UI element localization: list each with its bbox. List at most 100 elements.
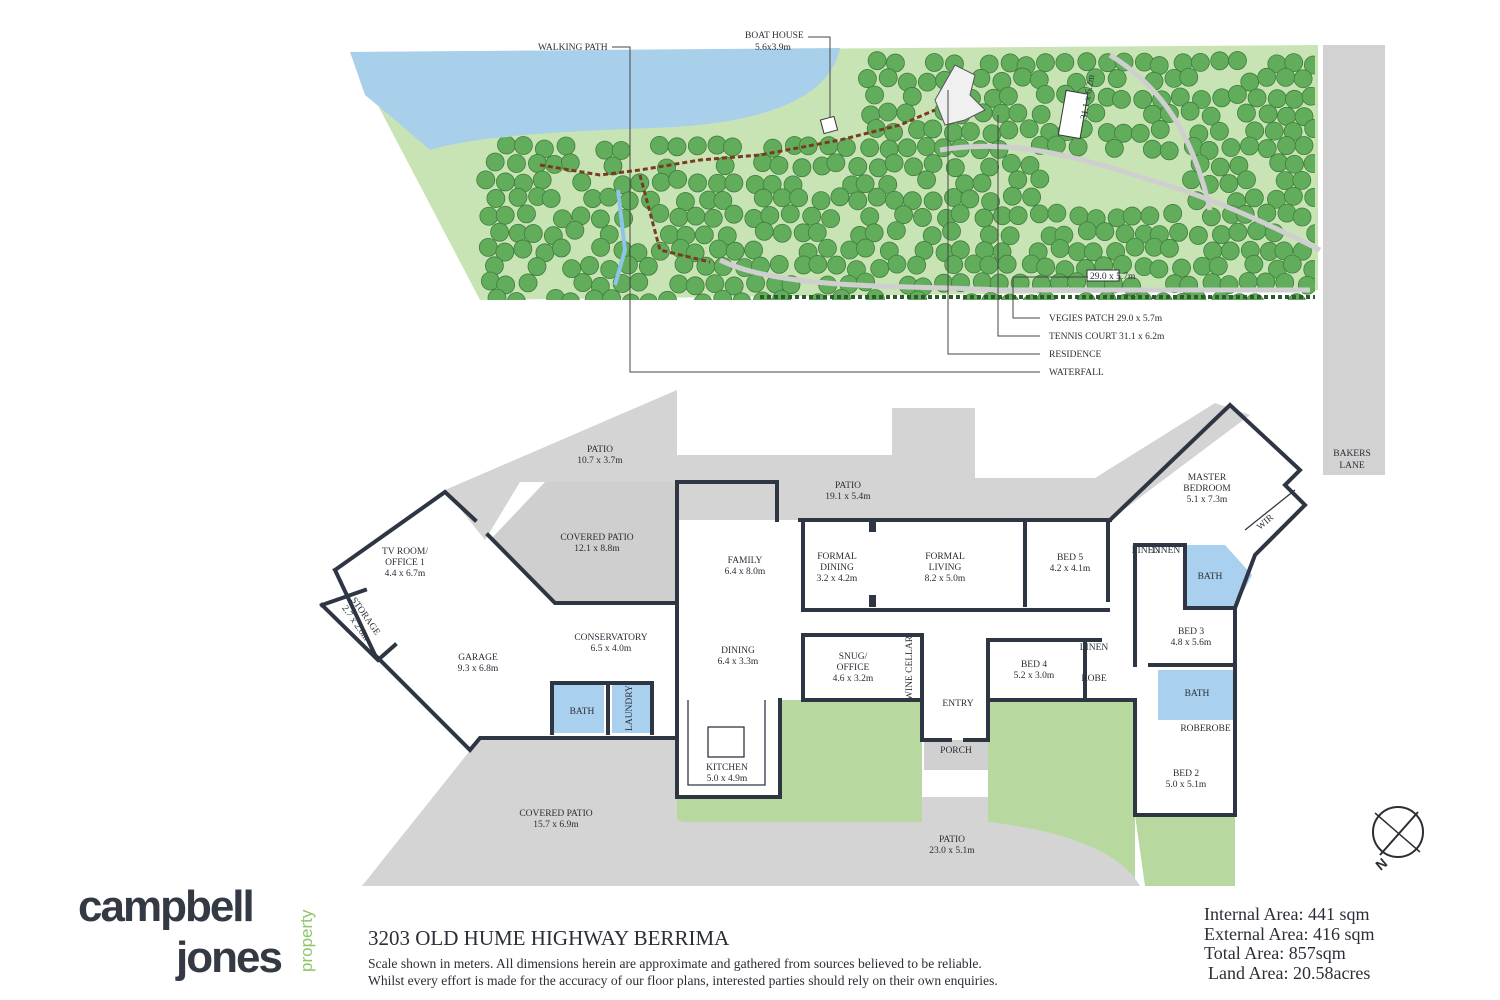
tennis-court-box (1057, 89, 1089, 140)
bath-master-label: BATH (1198, 572, 1223, 582)
boat-house-dims: 5.6x3.9m (755, 43, 792, 53)
tree-icon (1277, 136, 1296, 155)
tree-icon (1170, 87, 1190, 107)
bed4-label: BED 4 (1021, 660, 1047, 670)
tree-icon (513, 136, 533, 155)
tree-icon (1284, 53, 1304, 73)
covered-patio-s-dims: 15.7 x 6.9m (533, 820, 579, 830)
covered-patio-s-label: COVERED PATIO (519, 809, 592, 819)
wir-label: WIR (1255, 513, 1276, 533)
kitchen-counter (687, 700, 766, 786)
tree-icon (907, 255, 927, 275)
formal-living-label: FORMAL (925, 552, 965, 562)
tree-icon (1257, 139, 1277, 158)
bed3-dims: 4.8 x 5.6m (1171, 638, 1212, 648)
tree-icon (667, 137, 687, 157)
waterfall-label: WATERFALL (1049, 368, 1104, 378)
tree-icon (746, 273, 765, 293)
tree-icon (527, 257, 547, 276)
master-dims: 5.1 x 7.3m (1187, 495, 1228, 505)
tree-icon (1257, 67, 1277, 87)
tree-icon (1163, 204, 1183, 223)
tree-icon (724, 173, 744, 193)
tree-icon (1115, 224, 1135, 244)
tree-icon (1055, 53, 1075, 72)
tree-icon (1304, 188, 1315, 207)
tree-icon (495, 205, 515, 225)
tree-icon (884, 122, 903, 142)
porch-label: PORCH (940, 746, 972, 756)
tree-icon (1201, 207, 1221, 227)
tree-icon (1303, 55, 1315, 75)
tree-icon (584, 289, 604, 300)
tree-icon (1301, 86, 1315, 106)
tree-icon (528, 154, 547, 173)
tree-icon (723, 137, 742, 157)
land-area: Land Area: 20.58acres (1208, 962, 1371, 983)
tree-icon (1105, 138, 1124, 158)
tree-icon (917, 72, 937, 92)
tree-icon (638, 256, 658, 276)
waterfall-leader (612, 46, 1040, 373)
tree-icon (913, 208, 932, 227)
tree-icon (497, 135, 516, 155)
tree-icon (1047, 203, 1067, 223)
laundry-label: LAUNDRY (625, 685, 635, 731)
tree-icon (1133, 90, 1153, 109)
tree-icon (830, 187, 850, 207)
tree-icon (687, 136, 707, 156)
tree-icon (1245, 293, 1265, 300)
tree-icon (705, 274, 725, 294)
tree-icon (923, 191, 943, 211)
tree-icon (603, 156, 623, 176)
tree-icon (1284, 186, 1303, 206)
tree-icon (1212, 88, 1232, 108)
tree-icon (1199, 141, 1219, 160)
tree-icon (904, 157, 923, 177)
walking-path (539, 108, 936, 264)
tree-icon (1210, 51, 1230, 71)
waterfall (613, 189, 628, 286)
tree-icon (1021, 294, 1041, 300)
tree-icon (848, 157, 868, 176)
tree-icon (1180, 101, 1200, 121)
tree-icon (572, 172, 592, 192)
tree-icon (772, 223, 792, 243)
tree-icon (674, 254, 694, 274)
tree-icon (685, 243, 705, 263)
master-label: MASTER (1188, 473, 1227, 483)
tree-icon (1030, 169, 1050, 189)
tree-icon (897, 138, 917, 158)
tree-icon (1036, 291, 1056, 300)
tree-icon (1142, 139, 1162, 159)
tree-icon (827, 255, 847, 275)
tree-icon (1188, 226, 1208, 245)
linen-label: LINEN (1132, 546, 1161, 556)
tree-icon (1292, 170, 1312, 190)
tree-icon (561, 292, 580, 300)
tree-icon (792, 158, 812, 178)
tree-icon (1293, 69, 1313, 89)
wir-wall (1244, 489, 1296, 531)
robe-label-2: ROBE (1180, 724, 1206, 734)
tree-icon (1274, 241, 1294, 261)
tree-icon (686, 206, 706, 226)
dining-label: DINING (721, 646, 755, 656)
tree-icon (478, 238, 498, 257)
tree-icon (485, 152, 505, 172)
bed5-label: BED 5 (1057, 553, 1083, 563)
river (350, 48, 840, 150)
tree-icon (1035, 85, 1055, 104)
garage-door (379, 659, 461, 741)
tree-icon (506, 292, 526, 300)
tree-icon (1282, 254, 1302, 274)
covered-patio-n-dims: 12.1 x 8.8m (574, 544, 620, 554)
tree-icon (1193, 256, 1212, 276)
tree-icon (923, 154, 943, 173)
bed5-dims: 4.2 x 4.1m (1050, 564, 1091, 574)
tree-icon (1008, 206, 1028, 225)
tree-icon (798, 136, 818, 156)
tree-icon (1287, 293, 1307, 300)
tree-icon (744, 240, 764, 260)
formal-dining-dims: 3.2 x 4.2m (817, 574, 858, 584)
